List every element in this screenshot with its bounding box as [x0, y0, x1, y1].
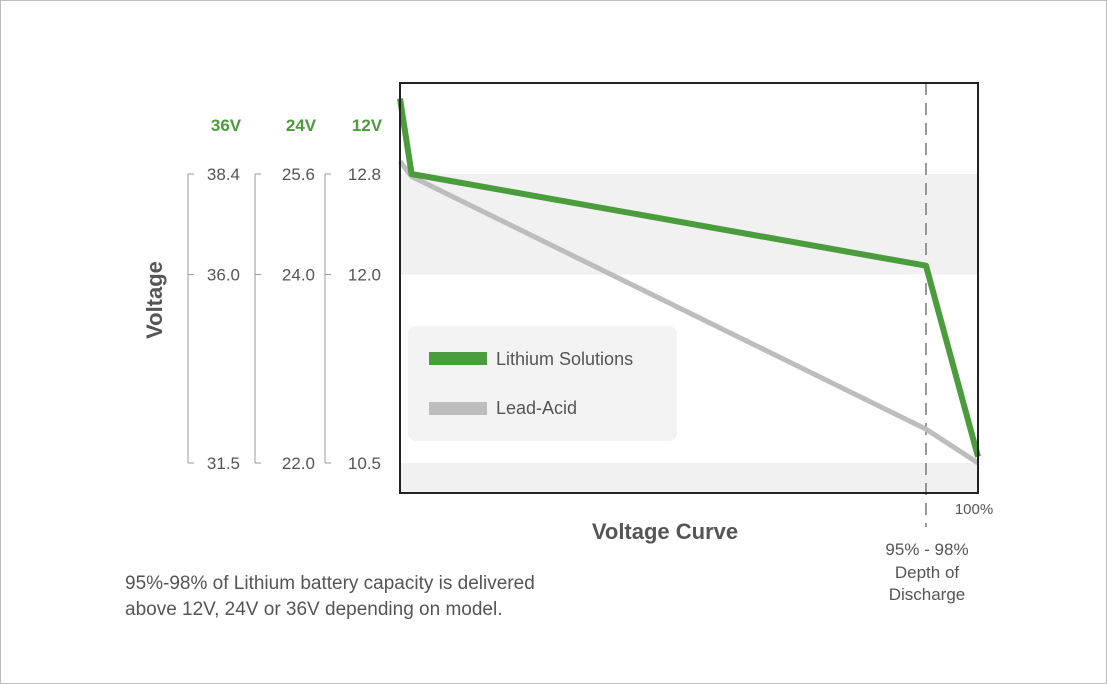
legend-swatch-lithium — [429, 352, 487, 365]
tick-label-12V-1: 12.0 — [348, 266, 381, 285]
footnote: 95%-98% of Lithium battery capacity is d… — [125, 571, 645, 623]
tick-label-24V-1: 24.0 — [282, 266, 315, 285]
tick-label-12V-2: 10.5 — [348, 454, 381, 473]
voltage-scale-12V: 12V 12.8 12.0 10.5 — [324, 116, 383, 473]
plot-frame — [399, 82, 979, 494]
scale-heading-24V: 24V — [286, 116, 317, 135]
voltage-band-1 — [400, 463, 978, 493]
legend: Lithium Solutions Lead-Acid — [408, 326, 677, 441]
series-line-lithium — [397, 98, 981, 458]
scale-heading-36V: 36V — [211, 116, 242, 135]
tick-label-36V-1: 36.0 — [207, 266, 240, 285]
tick-label-24V-2: 22.0 — [282, 454, 315, 473]
tick-label-36V-2: 31.5 — [207, 454, 240, 473]
tick-label-24V-0: 25.6 — [282, 165, 315, 184]
scale-heading-12V: 12V — [352, 116, 383, 135]
legend-swatch-lead-acid — [429, 402, 487, 415]
voltage-scale-24V: 24V 25.6 24.0 22.0 — [254, 116, 317, 473]
voltage-scale-36V: 36V 38.4 36.0 31.5 — [187, 116, 242, 473]
x-axis-label: Voltage Curve — [592, 519, 738, 544]
marker-label-line-2: Depth of — [895, 563, 960, 582]
tick-label-12V-0: 12.8 — [348, 165, 381, 184]
marker-label-line-3: Discharge — [889, 585, 966, 604]
legend-label-lead-acid: Lead-Acid — [496, 398, 577, 418]
series-lines — [397, 98, 981, 466]
y-axis-label: Voltage — [142, 261, 167, 339]
footnote-line-2: above 12V, 24V or 36V depending on model… — [125, 599, 503, 620]
voltage-scales: 36V 38.4 36.0 31.5 24V 25.6 24.0 22.0 12V 12.8 12.… — [187, 116, 383, 473]
footnote-line-1: 95%-98% of Lithium battery capacity is d… — [125, 573, 535, 594]
legend-label-lithium: Lithium Solutions — [496, 349, 633, 369]
series-line-lead-acid — [398, 159, 980, 466]
legend-box — [408, 326, 677, 441]
x-end-label: 100% — [955, 501, 993, 518]
marker-label-line-1: 95% - 98% — [885, 540, 968, 559]
tick-label-36V-0: 38.4 — [207, 165, 240, 184]
